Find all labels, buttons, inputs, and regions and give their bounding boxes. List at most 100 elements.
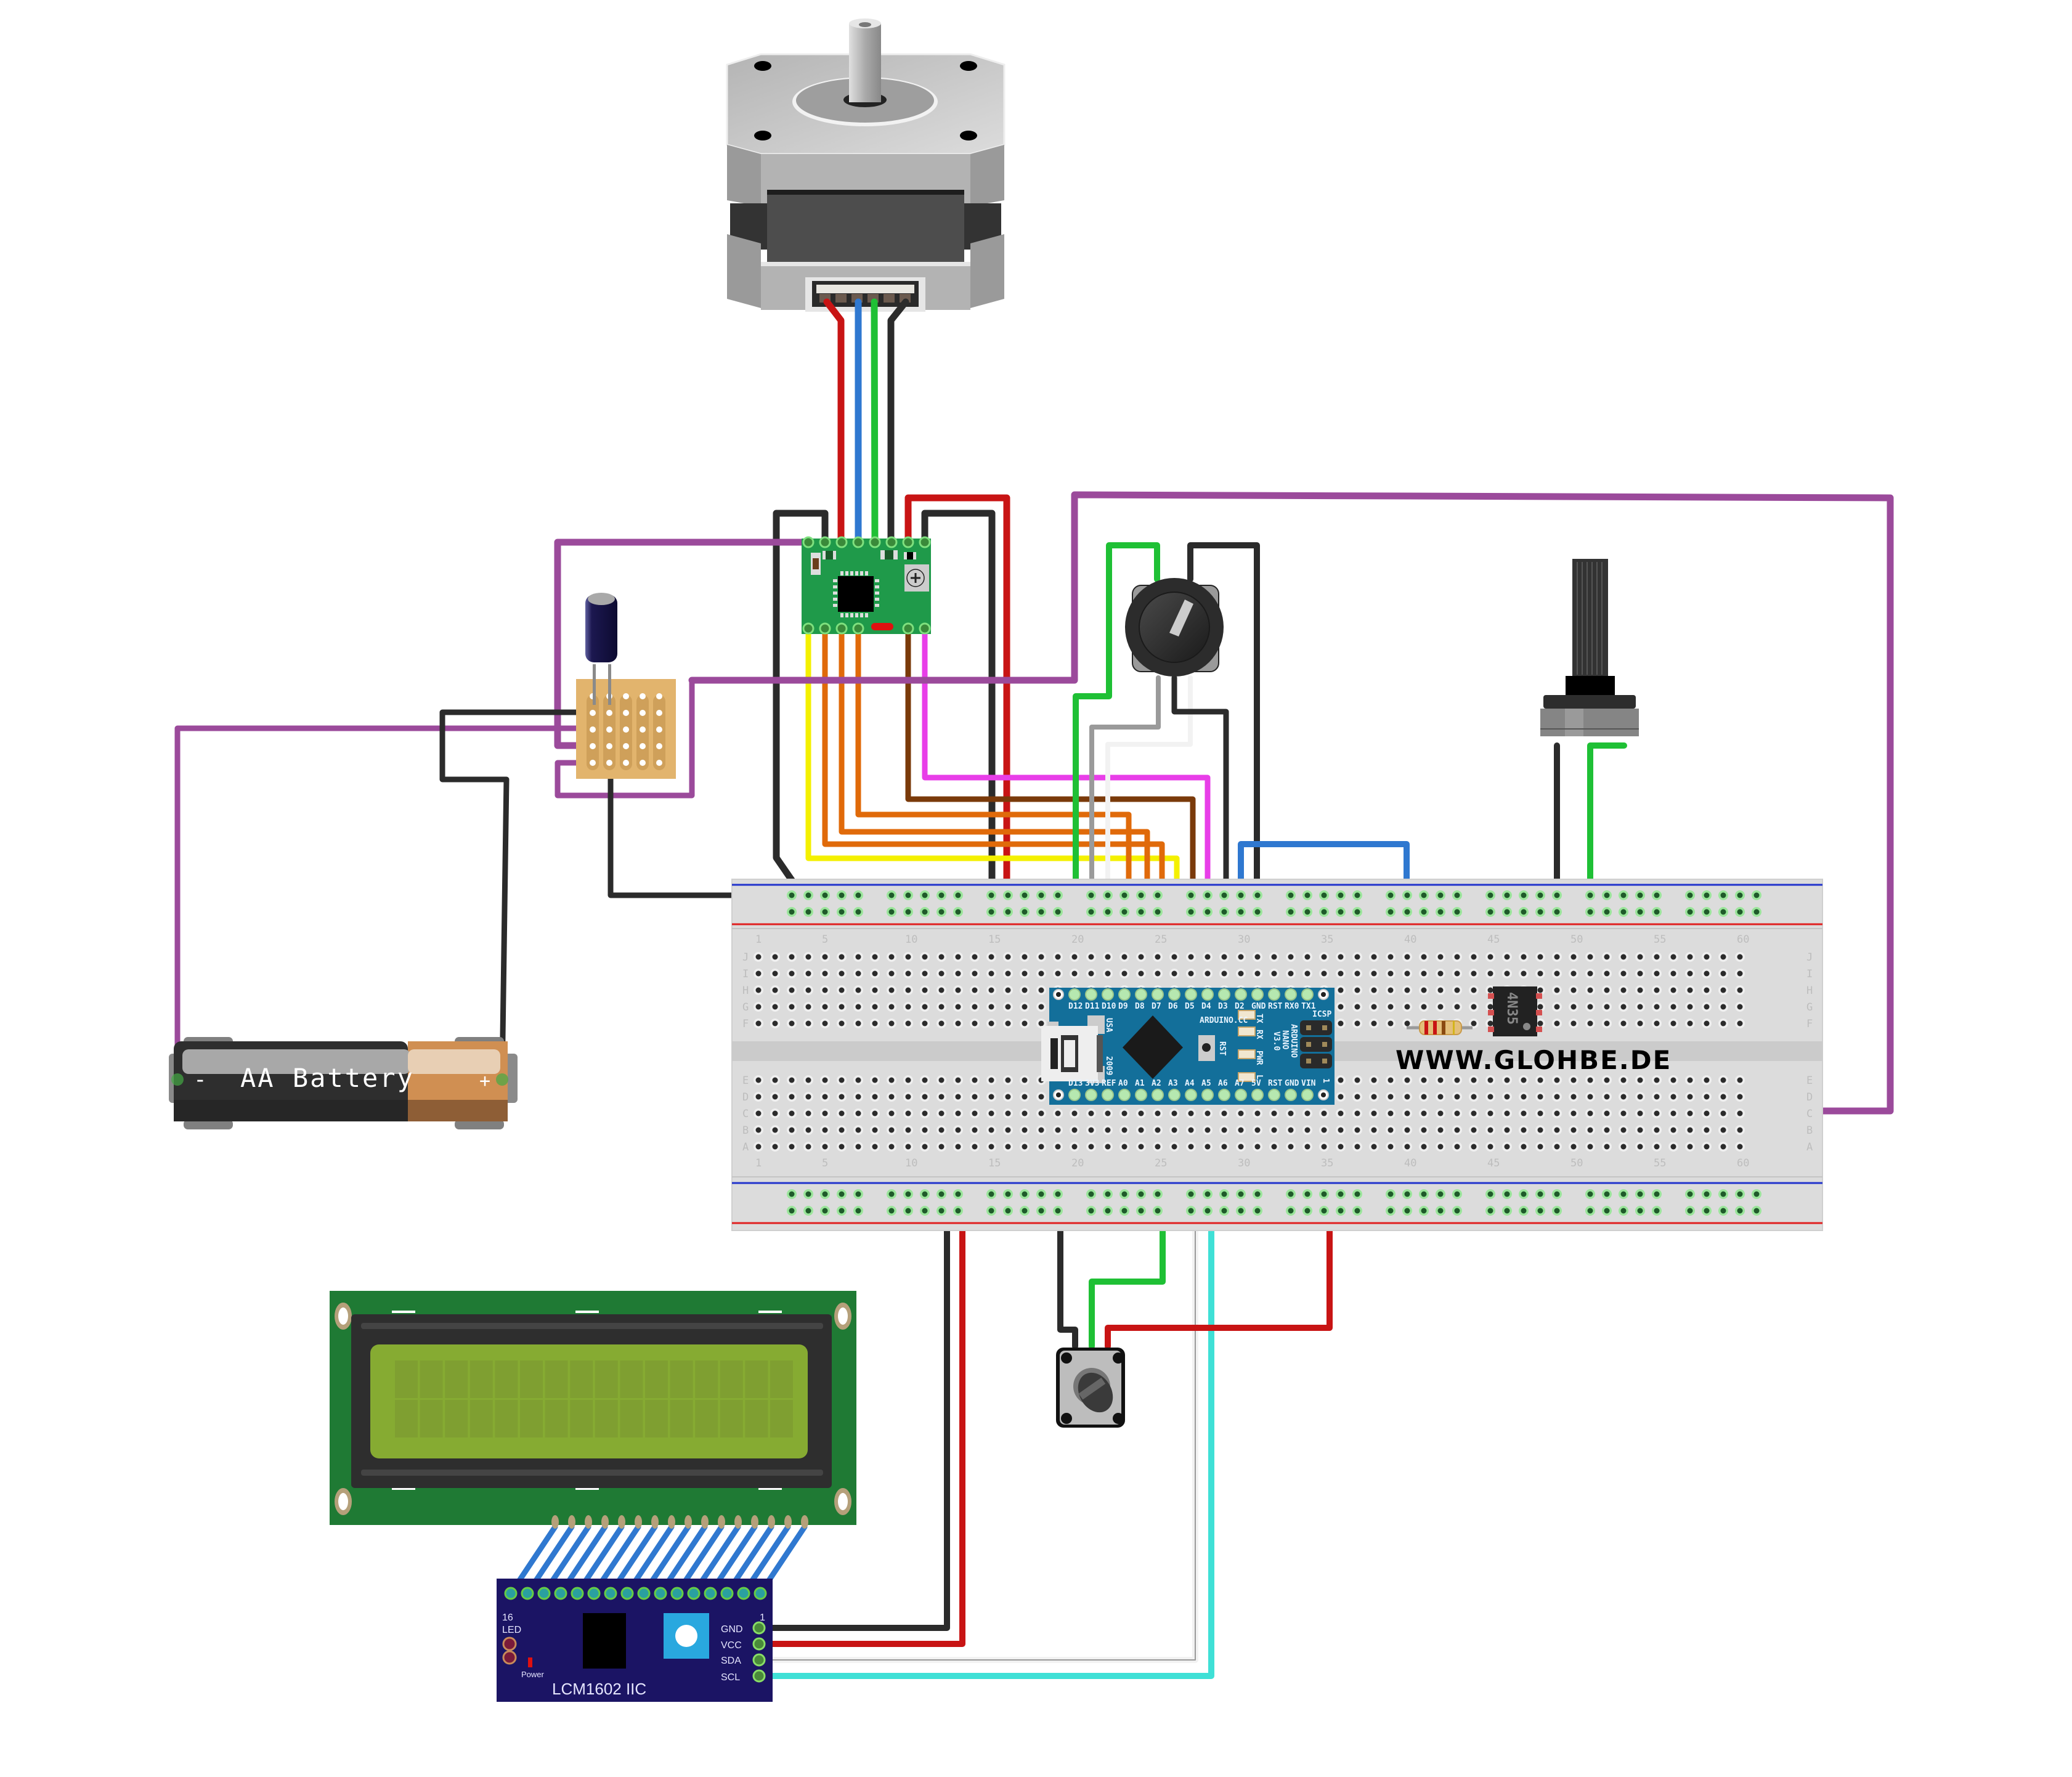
nano-pin-d12[interactable] bbox=[1068, 988, 1081, 1001]
driver-pin[interactable] bbox=[819, 536, 831, 548]
wire-driver-gnd-right[interactable] bbox=[921, 510, 996, 897]
perf-hole[interactable] bbox=[590, 760, 596, 766]
nano-pin-d10[interactable] bbox=[1102, 988, 1114, 1001]
perf-hole[interactable] bbox=[590, 710, 596, 716]
nano-pin-gnd[interactable] bbox=[1285, 1089, 1297, 1101]
wire-brown[interactable] bbox=[905, 625, 1196, 957]
wire-driver-gnd-left[interactable] bbox=[773, 510, 829, 897]
nano-pin-d8[interactable] bbox=[1135, 988, 1147, 1001]
perf-hole[interactable] bbox=[656, 760, 662, 766]
perf-hole[interactable] bbox=[640, 760, 646, 766]
nano-pin-a7[interactable] bbox=[1235, 1089, 1247, 1101]
nano-pin-gnd[interactable] bbox=[1251, 988, 1264, 1001]
i2c-header-pin[interactable] bbox=[571, 1587, 584, 1600]
driver-pin[interactable] bbox=[902, 536, 914, 548]
nano-pin-ref[interactable] bbox=[1102, 1089, 1114, 1101]
i2c-header-pin[interactable] bbox=[620, 1587, 634, 1600]
i2c-header-pin[interactable] bbox=[504, 1587, 518, 1600]
i2c-header-pin[interactable] bbox=[604, 1587, 617, 1600]
driver-pin[interactable] bbox=[802, 536, 815, 548]
perf-hole[interactable] bbox=[590, 743, 596, 749]
i2c-header-pin[interactable] bbox=[687, 1587, 701, 1600]
i2c-side-pin[interactable] bbox=[752, 1653, 766, 1667]
perf-hole[interactable] bbox=[606, 760, 612, 766]
i2c-header-pin[interactable] bbox=[670, 1587, 684, 1600]
nano-pin-3v3[interactable] bbox=[1085, 1089, 1097, 1101]
wire-encoder-gray[interactable] bbox=[1089, 675, 1161, 993]
perf-hole[interactable] bbox=[623, 726, 629, 733]
perf-hole[interactable] bbox=[656, 710, 662, 716]
nano-pin-a4[interactable] bbox=[1185, 1089, 1197, 1101]
driver-pin[interactable] bbox=[919, 536, 931, 548]
potentiometer-shaft[interactable] bbox=[1540, 559, 1639, 736]
driver-pin[interactable] bbox=[819, 622, 831, 635]
driver-pin[interactable] bbox=[869, 536, 881, 548]
driver-pin[interactable] bbox=[852, 536, 864, 548]
perf-hole[interactable] bbox=[623, 743, 629, 749]
perf-hole[interactable] bbox=[606, 726, 612, 733]
nano-pin-d11[interactable] bbox=[1085, 988, 1097, 1001]
battery-terminal-minus[interactable] bbox=[171, 1073, 184, 1086]
wire-battery-minus[interactable] bbox=[174, 725, 583, 1083]
wire-encoder-black-bottom[interactable] bbox=[1171, 675, 1229, 897]
perf-hole[interactable] bbox=[623, 760, 629, 766]
battery-terminal-plus[interactable] bbox=[496, 1073, 508, 1086]
perf-hole[interactable] bbox=[640, 726, 646, 733]
i2c-header-pin[interactable] bbox=[537, 1587, 551, 1600]
driver-pin[interactable] bbox=[835, 622, 848, 635]
nano-pin-d7[interactable] bbox=[1152, 988, 1164, 1001]
nano-pin-rst[interactable] bbox=[1268, 1089, 1280, 1101]
perf-hole[interactable] bbox=[606, 710, 612, 716]
rotary-encoder[interactable] bbox=[1125, 578, 1224, 677]
wire-encoder-green[interactable] bbox=[1073, 542, 1160, 994]
nano-pin-5v[interactable] bbox=[1251, 1089, 1264, 1101]
perf-hole[interactable] bbox=[656, 693, 662, 699]
nano-pin-d13[interactable] bbox=[1068, 1089, 1081, 1101]
wire-motor-red[interactable] bbox=[823, 298, 845, 546]
trimmer-potentiometer[interactable] bbox=[1056, 1348, 1125, 1428]
i2c-header-pin[interactable] bbox=[587, 1587, 601, 1600]
wire-encoder-black-top[interactable] bbox=[1187, 542, 1260, 897]
wire-lcd-scl[interactable] bbox=[756, 1094, 1214, 1679]
nano-pin-d9[interactable] bbox=[1118, 988, 1131, 1001]
nano-pin-vin[interactable] bbox=[1301, 1089, 1314, 1101]
nano-pin-a6[interactable] bbox=[1218, 1089, 1230, 1101]
i2c-header-pin[interactable] bbox=[637, 1587, 651, 1600]
nano-pin-d4[interactable] bbox=[1201, 988, 1214, 1001]
wire-perf-black-down[interactable] bbox=[607, 760, 778, 898]
nano-pin-d6[interactable] bbox=[1168, 988, 1180, 1001]
wire-trim-black[interactable] bbox=[1057, 1190, 1078, 1349]
nano-pin-d5[interactable] bbox=[1185, 988, 1197, 1001]
nano-pin-a1[interactable] bbox=[1135, 1089, 1147, 1101]
driver-pin[interactable] bbox=[902, 622, 914, 635]
i2c-side-pin[interactable] bbox=[752, 1637, 766, 1651]
perf-hole[interactable] bbox=[623, 693, 629, 699]
perf-hole[interactable] bbox=[606, 743, 612, 749]
perf-hole[interactable] bbox=[640, 710, 646, 716]
nano-pin-tx1[interactable] bbox=[1301, 988, 1314, 1001]
i2c-side-pin[interactable] bbox=[752, 1621, 766, 1635]
perf-hole[interactable] bbox=[656, 743, 662, 749]
driver-pin[interactable] bbox=[885, 536, 898, 548]
nano-pin-rx0[interactable] bbox=[1285, 988, 1297, 1001]
wire-purple-driver[interactable] bbox=[554, 539, 812, 749]
i2c-header-pin[interactable] bbox=[654, 1587, 667, 1600]
wire-trim-red[interactable] bbox=[1105, 1208, 1333, 1349]
perf-hole[interactable] bbox=[590, 726, 596, 733]
i2c-side-pin[interactable] bbox=[752, 1669, 766, 1683]
wire-battery-plus[interactable] bbox=[439, 709, 614, 1083]
nano-pin-a2[interactable] bbox=[1152, 1089, 1164, 1101]
driver-pin[interactable] bbox=[919, 622, 931, 635]
perf-hole[interactable] bbox=[640, 693, 646, 699]
i2c-header-pin[interactable] bbox=[737, 1587, 750, 1600]
i2c-header-pin[interactable] bbox=[554, 1587, 567, 1600]
wire-perf-purple-loop[interactable] bbox=[555, 677, 695, 799]
wire-magenta[interactable] bbox=[922, 625, 1211, 975]
wire-lcd-vcc[interactable] bbox=[756, 1208, 965, 1647]
perf-hole[interactable] bbox=[656, 726, 662, 733]
driver-pin[interactable] bbox=[802, 622, 815, 635]
i2c-header-pin[interactable] bbox=[521, 1587, 534, 1600]
wire-driver-vmot[interactable] bbox=[904, 494, 1010, 916]
i2c-header-pin[interactable] bbox=[754, 1587, 767, 1600]
driver-pin[interactable] bbox=[852, 622, 864, 635]
